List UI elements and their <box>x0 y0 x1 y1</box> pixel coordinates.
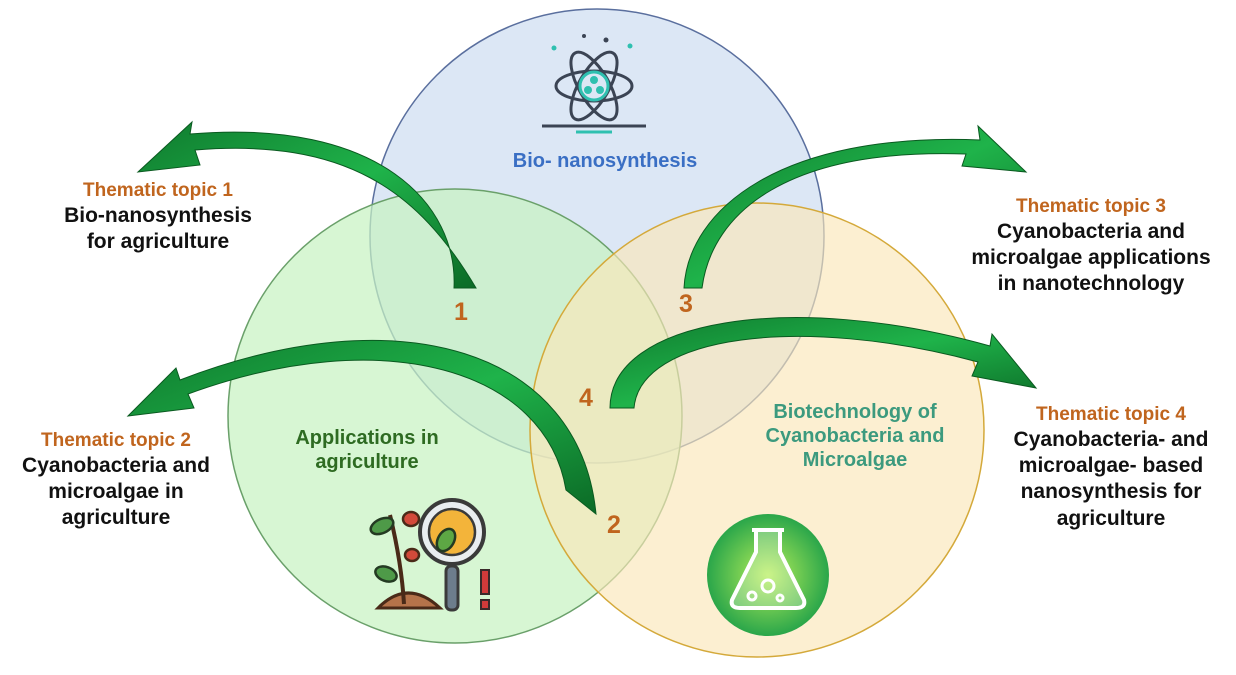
bio-circle-label: Biotechnology of Cyanobacteria and Micro… <box>735 400 975 472</box>
bio-label-line: Cyanobacteria and <box>765 425 945 447</box>
region-number-4: 4 <box>579 384 593 412</box>
topic-4-title: Thematic topic 4 <box>1036 404 1186 425</box>
region-number-1: 1 <box>454 298 468 326</box>
topic-3-line: microalgae applications <box>971 246 1211 270</box>
bio-label-line: Microalgae <box>802 449 908 471</box>
plant-magnifier-icon <box>369 498 490 612</box>
topic-2-line: microalgae in <box>48 480 184 504</box>
topic-4-line: nanosynthesis for <box>1020 480 1202 504</box>
agri-circle-label: Applications in agriculture <box>262 426 472 474</box>
topic-4: Thematic topic 4 Cyanobacteria- and micr… <box>986 404 1236 532</box>
topic-3-line: in nanotechnology <box>997 272 1185 296</box>
topic-1-line: Bio-nanosynthesis <box>64 203 252 227</box>
topic-2-line: agriculture <box>61 506 171 530</box>
topic-4-line: Cyanobacteria- and <box>1013 427 1209 451</box>
bio-circle <box>529 202 985 658</box>
arrow-topic-2 <box>126 339 597 516</box>
topic-3-line: Cyanobacteria and <box>997 219 1185 243</box>
flask-icon <box>707 514 829 636</box>
region-number-2: 2 <box>607 511 621 539</box>
atom-icon <box>542 34 646 134</box>
topic-1: Thematic topic 1 Bio-nanosynthesis for a… <box>20 180 296 255</box>
topic-4-line: agriculture <box>1056 506 1166 530</box>
topic-3: Thematic topic 3 Cyanobacteria and micro… <box>946 196 1236 298</box>
topic-1-title: Thematic topic 1 <box>83 180 233 201</box>
bio-label-line: Biotechnology of <box>773 401 937 423</box>
arrow-topic-4 <box>609 317 1038 409</box>
arrow-topic-1 <box>136 120 477 289</box>
topic-2-title: Thematic topic 2 <box>41 430 191 451</box>
agri-label-line: Applications in <box>295 427 439 449</box>
arrow-topic-3 <box>683 124 1028 289</box>
topic-2-line: Cyanobacteria and <box>22 453 210 477</box>
topic-3-title: Thematic topic 3 <box>1016 196 1166 217</box>
topic-2: Thematic topic 2 Cyanobacteria and micro… <box>0 430 232 532</box>
nano-circle-label: Bio- nanosynthesis <box>512 150 698 172</box>
topic-1-line: for agriculture <box>86 230 230 254</box>
topic-4-line: microalgae- based <box>1018 454 1204 478</box>
agri-label-line: agriculture <box>315 451 419 473</box>
region-number-3: 3 <box>679 290 693 318</box>
